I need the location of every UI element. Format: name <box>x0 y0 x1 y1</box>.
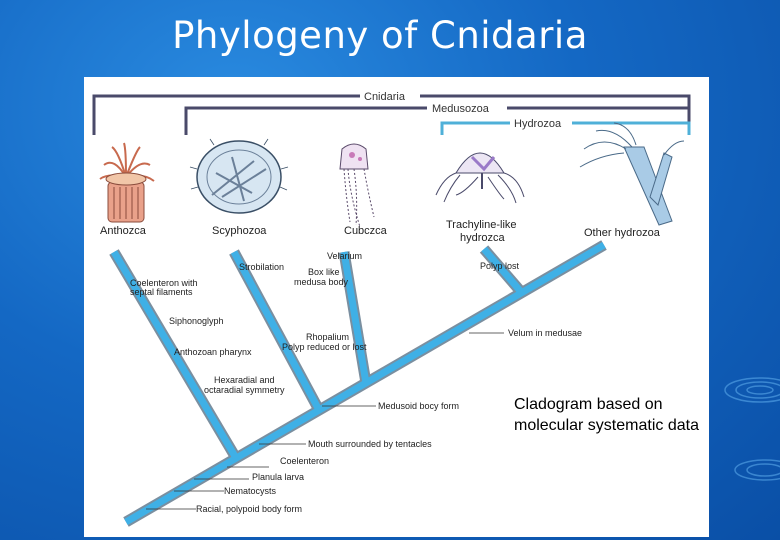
anthozoa-illustration <box>99 142 155 223</box>
character-polyp-lost: Polyp lost <box>480 261 520 271</box>
trachyline-hydrozoa-illustration <box>435 152 525 204</box>
taxon-label-scyphozoa: Scyphozoa <box>212 225 267 237</box>
slide-title: Phylogeny of Cnidaria <box>172 14 588 57</box>
background-swirl-decoration <box>724 377 780 481</box>
character-anthozoan-pharynx: Anthozoan pharynx <box>174 347 252 357</box>
caption-text: Cladogram based on molecular systematic … <box>514 396 699 434</box>
character-mouth: Mouth surrounded by tentacles <box>308 439 432 449</box>
character-leader-lines <box>146 332 504 510</box>
cubozoa-illustration <box>339 143 375 228</box>
character-rhopalium: Rhopalium <box>306 332 349 342</box>
character-velarium: Velarium <box>327 251 362 261</box>
taxon-label-anthozoa: Anthozca <box>100 225 147 237</box>
other-hydrozoa-illustration <box>579 122 685 226</box>
hydrozoa-label: Hydrozoa <box>514 118 562 130</box>
character-planula: Planula larva <box>252 472 304 482</box>
character-strobilation: Strobilation <box>239 262 284 272</box>
taxon-label-cubozoa: Cubczca <box>344 225 388 237</box>
medusozoa-label: Medusozoa <box>432 103 490 115</box>
cladogram-branches <box>109 240 607 527</box>
character-velum: Velum in medusae <box>508 328 582 338</box>
character-polyp-reduced: Polyp reduced or lost <box>282 342 367 352</box>
character-coelenteron: Coelenteron <box>280 456 329 466</box>
scyphozoa-illustration <box>189 138 289 214</box>
cladogram-caption: Cladogram based on molecular systematic … <box>514 394 699 436</box>
character-nematocysts: Nematocysts <box>224 486 277 496</box>
cladogram-figure: Cnidaria Medusozoa Hydrozoa <box>84 77 709 537</box>
character-medusoid: Medusoid bocy form <box>378 401 459 411</box>
cladogram-svg: Cnidaria Medusozoa Hydrozoa <box>92 89 691 527</box>
character-radial: Racial, polypoid body form <box>196 504 302 514</box>
character-siphonoglyph: Siphonoglyph <box>169 316 224 326</box>
cnidaria-label: Cnidaria <box>364 91 406 103</box>
taxon-label-other-hydrozoa: Other hydrozoa <box>584 227 661 239</box>
